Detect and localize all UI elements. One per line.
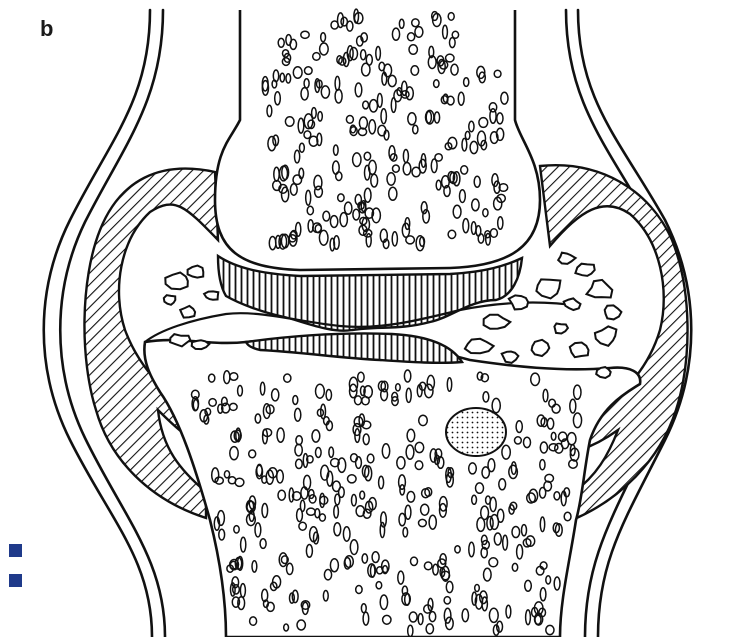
cartilage-fragment	[180, 306, 195, 318]
cartilage-fragment	[164, 295, 176, 305]
cartilage-fragment	[532, 340, 550, 356]
cartilage-fragment	[587, 280, 613, 298]
cartilage-fragment	[570, 343, 589, 358]
cartilage-fragment	[596, 367, 611, 378]
cartilage-fragment	[558, 253, 575, 264]
cartilage-fragment	[465, 339, 494, 353]
cartilage-fragment	[536, 279, 560, 298]
cartilage-fragment	[595, 326, 617, 345]
cartilage-fragment	[192, 340, 210, 349]
bullet-marker-2	[9, 574, 22, 587]
cartilage-fragment	[564, 298, 581, 310]
cartilage-fragment	[165, 273, 188, 290]
cartilage-fragment	[484, 315, 511, 329]
panel-label: b	[40, 18, 53, 40]
cartilage-fragment	[575, 264, 594, 276]
cartilage-fragment	[502, 352, 519, 363]
bullet-marker-1	[9, 544, 22, 557]
bone-cyst	[446, 408, 506, 456]
cartilage-fragment	[554, 324, 568, 334]
cartilage-fragment	[188, 266, 204, 278]
cartilage-fragment	[605, 305, 622, 319]
cartilage-fragment	[509, 295, 528, 309]
cartilage-fragment	[204, 291, 218, 299]
capsule-right-inner	[566, 10, 676, 637]
